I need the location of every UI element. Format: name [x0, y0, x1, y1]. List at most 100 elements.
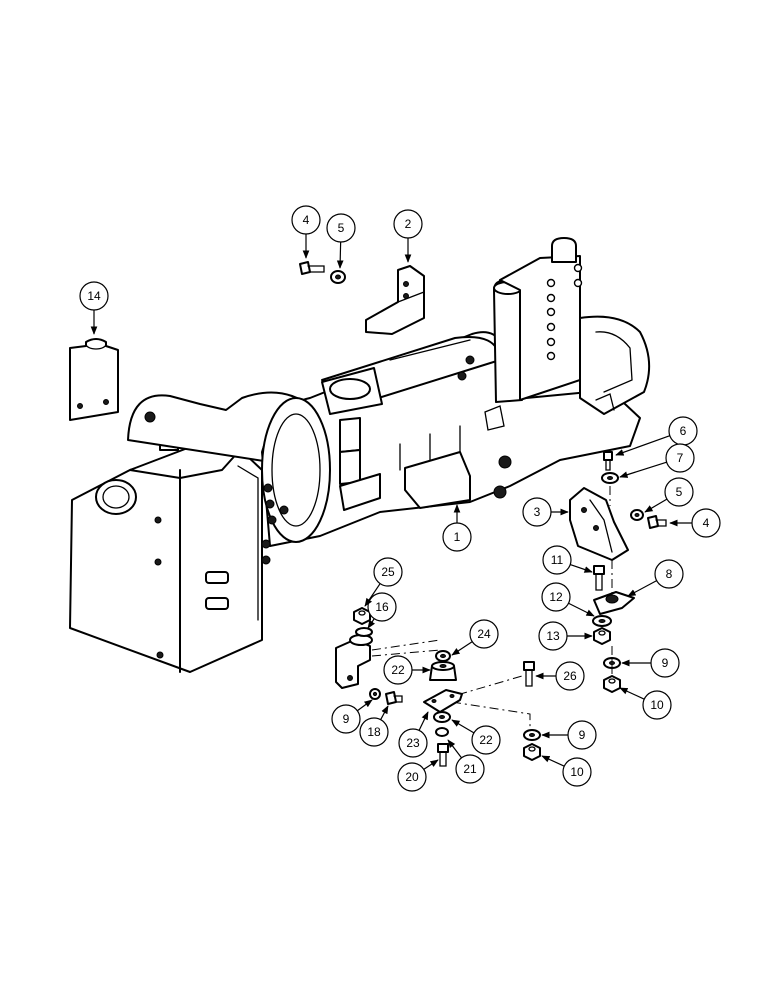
bolt-4-right [647, 515, 667, 529]
bolt-26 [523, 661, 535, 687]
bolt-20 [437, 743, 449, 767]
callout-circle [331, 704, 361, 734]
callout-23: 23 [398, 711, 429, 758]
callout-number: 10 [650, 698, 664, 712]
callout-22: 22 [451, 719, 501, 755]
callout-circle [555, 661, 585, 691]
callout-leader [380, 705, 389, 720]
callout-3: 3 [522, 497, 569, 527]
callout-leader [356, 699, 373, 712]
callout-circle [522, 497, 552, 527]
callout-number: 18 [367, 725, 381, 739]
callout-circle [393, 209, 423, 239]
callout-1: 1 [442, 504, 472, 552]
callout-circle [455, 754, 485, 784]
callout-leader [418, 711, 429, 731]
isolator-24 [435, 650, 451, 662]
washer-5-top [330, 270, 346, 284]
callout-number: 13 [546, 629, 560, 643]
callout-number: 10 [570, 765, 584, 779]
callout-24: 24 [451, 619, 499, 656]
callout-number: 5 [338, 221, 345, 235]
callout-14: 14 [79, 281, 109, 335]
callout-10: 10 [619, 687, 672, 720]
callout-number: 24 [477, 627, 491, 641]
callout-2: 2 [393, 209, 423, 263]
mounting-bracket-3 [569, 487, 629, 561]
callout-leader [627, 580, 657, 597]
callout-7: 7 [619, 443, 695, 478]
callout-circle [373, 557, 403, 587]
callout-circle [650, 648, 680, 678]
callout-circle [469, 619, 499, 649]
washer-16-top [355, 627, 373, 637]
nut-10-right [603, 675, 621, 693]
callout-8: 8 [627, 559, 684, 597]
plate-23 [423, 689, 463, 713]
mount-22-lower [433, 711, 451, 723]
callout-leader [423, 759, 439, 770]
callout-circle [654, 559, 684, 589]
bracket-16 [335, 634, 373, 689]
callout-25: 25 [364, 557, 403, 607]
bolt-11 [593, 565, 605, 591]
callout-16: 16 [367, 592, 397, 629]
callout-number: 5 [676, 485, 683, 499]
callout-circle [367, 592, 397, 622]
callout-4: 4 [669, 508, 721, 538]
callout-5: 5 [644, 477, 694, 513]
callout-leader [367, 618, 375, 629]
callout-circle [79, 281, 109, 311]
callout-number: 4 [703, 516, 710, 530]
callout-number: 4 [303, 213, 310, 227]
callout-number: 9 [343, 712, 350, 726]
callout-leader [570, 563, 593, 573]
callout-leader [619, 687, 645, 700]
callout-number: 22 [391, 663, 405, 677]
callout-20: 20 [397, 759, 439, 792]
callout-number: 16 [375, 600, 389, 614]
callout-22: 22 [383, 655, 431, 685]
callout-circle [359, 717, 389, 747]
callout-group: 1234455678999101011121314161820212222232… [79, 205, 721, 792]
washer-7 [601, 472, 619, 484]
nut-10-bottom [523, 743, 541, 761]
callout-leader [619, 461, 667, 478]
washer-12 [592, 615, 612, 627]
nut-25 [353, 607, 371, 625]
callout-number: 22 [479, 733, 493, 747]
callout-number: 1 [454, 530, 461, 544]
mount-plate-8 [593, 591, 635, 615]
callout-21: 21 [447, 739, 485, 784]
callout-12: 12 [541, 582, 595, 617]
callout-9: 9 [331, 699, 373, 734]
callout-leader [644, 498, 668, 513]
callout-number: 11 [551, 553, 564, 567]
callout-circle [471, 725, 501, 755]
callout-18: 18 [359, 705, 389, 747]
callout-11: 11 [542, 545, 593, 575]
mount-22-upper [429, 661, 457, 681]
callout-number: 2 [405, 217, 412, 231]
callout-leader [364, 583, 381, 607]
callout-5: 5 [326, 213, 356, 269]
callout-circle [541, 582, 571, 612]
callout-circle [567, 720, 597, 750]
callout-circle [691, 508, 721, 538]
bolt-4-top [299, 261, 325, 275]
callout-number: 8 [666, 567, 673, 581]
callout-circle [542, 545, 572, 575]
washer-9-bottom [523, 729, 541, 741]
callout-number: 14 [87, 289, 101, 303]
callout-9: 9 [621, 648, 680, 678]
callout-circle [642, 690, 672, 720]
callout-circle [562, 757, 592, 787]
washer-9-left [369, 688, 381, 700]
callout-number: 9 [579, 728, 586, 742]
callout-number: 7 [677, 451, 684, 465]
callout-leader [568, 602, 595, 617]
callout-number: 3 [534, 505, 541, 519]
callout-leader [541, 755, 565, 767]
bolt-18 [385, 691, 403, 705]
